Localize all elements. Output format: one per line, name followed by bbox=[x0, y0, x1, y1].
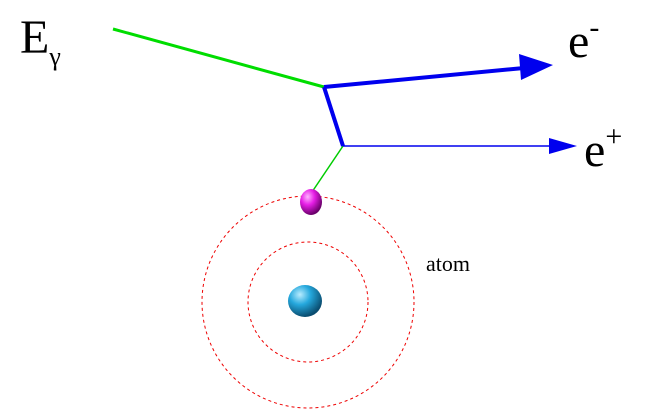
inner-orbit bbox=[247, 241, 369, 363]
positron-arrowhead bbox=[549, 138, 577, 154]
electron-arrowhead bbox=[519, 54, 553, 80]
incoming-photon-line bbox=[112, 27, 325, 89]
photon-energy-label: Eγ bbox=[20, 11, 61, 70]
atomic-electron bbox=[300, 189, 322, 215]
positron-charge: + bbox=[605, 120, 623, 153]
atom-label: atom bbox=[426, 251, 470, 276]
electron-track bbox=[323, 66, 525, 89]
interaction-segment bbox=[322, 86, 345, 147]
positron-label: e+ bbox=[584, 122, 622, 177]
photon-to-atom-line bbox=[311, 145, 344, 193]
electron-charge: - bbox=[589, 11, 600, 44]
nucleus bbox=[288, 285, 322, 317]
photon-energy-subscript: γ bbox=[49, 42, 61, 71]
electron-symbol: e bbox=[568, 15, 590, 68]
positron-symbol: e bbox=[584, 124, 606, 177]
photon-energy-symbol: E bbox=[20, 11, 50, 64]
electron-label: e- bbox=[568, 13, 599, 68]
